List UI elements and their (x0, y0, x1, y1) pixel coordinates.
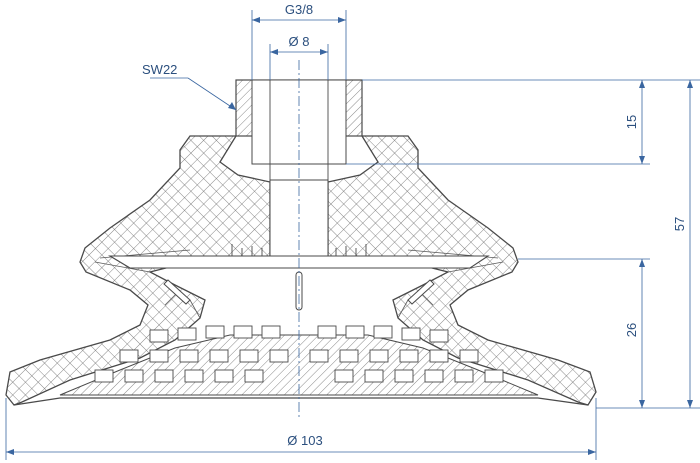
dim-height-bellows-label: 26 (624, 323, 639, 337)
bellow-inner-left (94, 249, 201, 319)
lip-outer-edge (13, 397, 589, 406)
dim-thread-label: G3/8 (285, 2, 313, 17)
dim-height-thread-label: 15 (624, 115, 639, 129)
bellow-inner-right (397, 249, 504, 319)
dim-right-extensions (346, 79, 700, 409)
vent-slots (163, 271, 435, 311)
dim-wrench: SW22 (142, 62, 237, 111)
cup-body (5, 135, 597, 406)
dim-height-bellows: 26 (624, 259, 645, 408)
dim-diameter-label: Ø 103 (287, 433, 322, 448)
dim-thread: G3/8 (251, 2, 347, 80)
dim-height-total-label: 57 (672, 217, 687, 231)
dim-height-total: 57 (672, 80, 693, 408)
dim-height-thread: 15 (624, 80, 645, 164)
lip-base (59, 334, 539, 396)
lip-grid-blocks (94, 325, 504, 383)
dim-bore: Ø 8 (269, 34, 329, 80)
dim-bore-label: Ø 8 (289, 34, 310, 49)
dim-wrench-label: SW22 (142, 62, 177, 77)
dim-diameter: Ø 103 (5, 398, 597, 460)
